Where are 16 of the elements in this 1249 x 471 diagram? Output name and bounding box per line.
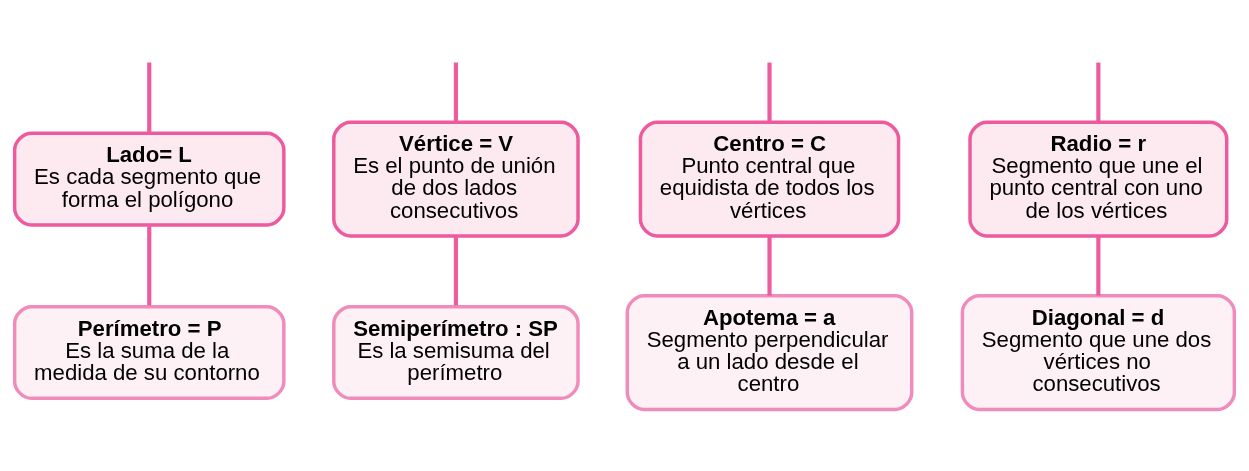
node-box: Perímetro = P Es la suma de la medida de su contorno [12, 305, 286, 401]
connector [1096, 236, 1101, 296]
connector [453, 236, 458, 306]
connector [453, 62, 458, 123]
node-box: Semiperímetro : SP Es la semisuma del perímetro [332, 305, 580, 401]
node-box: Radio = r Segmento que une el punto central con uno de los vértices [968, 120, 1229, 238]
connector [767, 62, 772, 123]
connector [767, 236, 772, 296]
connector [147, 226, 152, 306]
connector [147, 62, 152, 132]
node-box: Centro = C Punto central que equidista de todos los vértices [638, 120, 901, 238]
node-box: Vértice = V Es el punto de unión de dos lados consecutivos [332, 120, 580, 238]
node-box: Diagonal = d Segmento que une dos vértices no consecutivos [960, 293, 1237, 412]
node-box: Apotema = a Segmento perpendicular a un lado desde el centro [625, 293, 914, 412]
connector [1096, 62, 1101, 123]
node-box: Lado= L Es cada segmento que forma el polígono [12, 131, 286, 227]
